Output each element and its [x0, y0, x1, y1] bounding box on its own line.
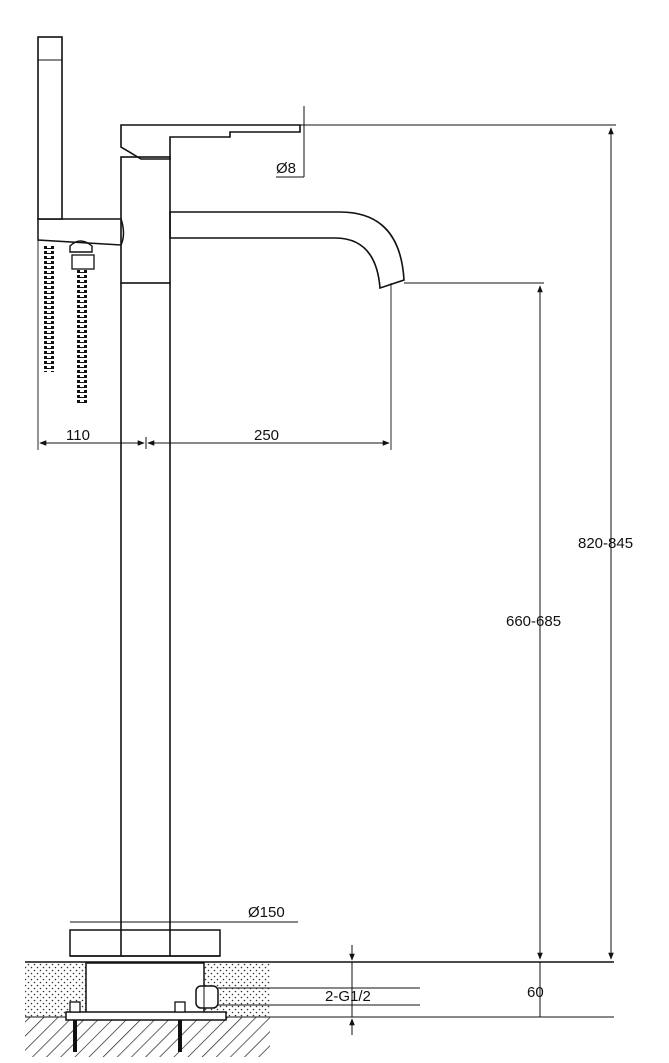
- dim-total-height: 820-845: [300, 124, 633, 960]
- mixer-body-outline: [120, 156, 171, 284]
- base-cover-body: [69, 929, 221, 957]
- dim-below-floor-label: 60: [527, 984, 544, 1001]
- hose-outlet: [69, 240, 93, 253]
- bolt-head-left: [69, 1001, 81, 1013]
- dim-spout-reach-label: 250: [254, 427, 279, 444]
- dim-spout-diameter-label: Ø8: [276, 160, 296, 177]
- dim-handshower-offset-label: 110: [66, 427, 90, 444]
- dim-inlet-label: 2-G1/2: [325, 988, 371, 1005]
- column: [120, 283, 171, 956]
- dim-base-diameter-label: Ø150: [248, 904, 285, 921]
- dim-base-diameter: Ø150: [70, 904, 298, 923]
- base-cover: [69, 929, 221, 957]
- handshower-handle: [37, 36, 63, 220]
- inlet-connector: [195, 985, 219, 1009]
- spout: [169, 211, 405, 290]
- handshower-holder: [37, 218, 125, 270]
- bolt-head-right: [174, 1001, 186, 1013]
- dim-inlet: 2-G1/2: [218, 987, 420, 1006]
- dim-spout-height: 660-685: [404, 282, 561, 960]
- lever-handle: [120, 124, 301, 160]
- dim-horizontal-reach: 110 250: [37, 240, 392, 450]
- hoses: [44, 246, 87, 405]
- handshower: [37, 36, 63, 220]
- dim-spout-diameter: Ø8: [276, 106, 305, 178]
- dim-spout-height-label: 660-685: [506, 613, 561, 630]
- mounting-box: [65, 962, 227, 1052]
- dim-below-floor: 60: [349, 945, 544, 1035]
- dim-total-height-label: 820-845: [578, 535, 633, 552]
- floor-slab: [25, 1017, 270, 1057]
- mixer-body: [120, 124, 301, 284]
- spout-outline: [169, 211, 405, 290]
- holder-arm: [37, 218, 125, 246]
- mounting-box-body: [85, 962, 205, 1016]
- mounting-plate: [65, 1011, 227, 1021]
- hose-nut: [71, 254, 95, 270]
